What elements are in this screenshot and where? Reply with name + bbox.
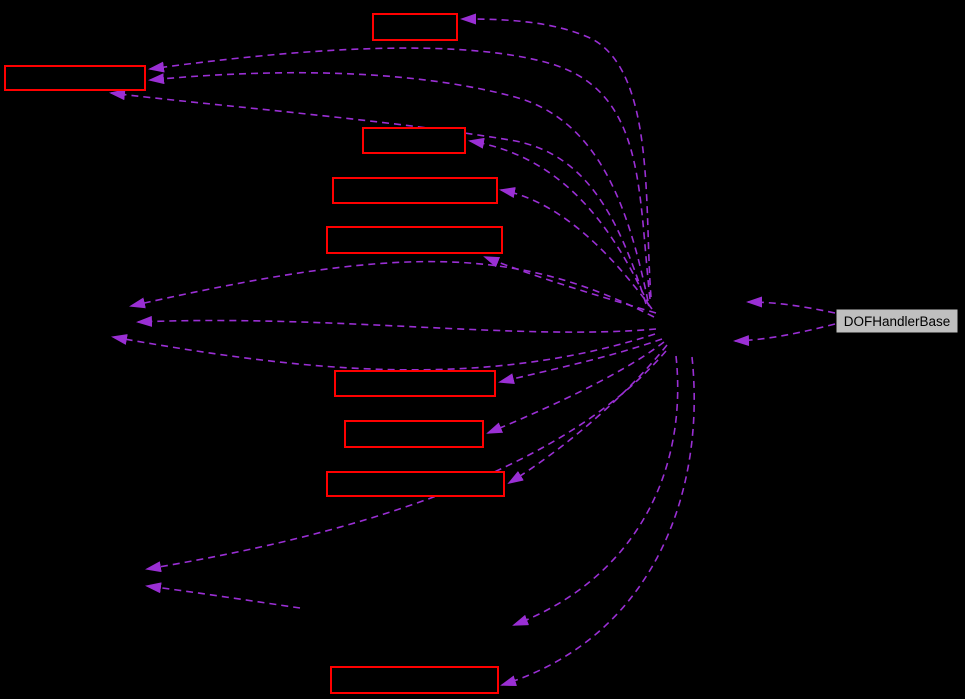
usage-edge — [148, 47, 651, 300]
edge-group — [109, 13, 836, 687]
usage-edge — [486, 341, 665, 434]
class-node-dofhandlerbase[interactable]: DOFHandlerBase — [835, 308, 959, 334]
usage-edge — [483, 256, 657, 314]
usage-edge — [512, 355, 679, 626]
class-node-d[interactable] — [334, 370, 496, 397]
usage-edge — [148, 71, 649, 302]
usage-edge — [111, 333, 656, 371]
usage-edge — [468, 137, 650, 307]
usage-edge — [498, 338, 663, 385]
class-node-e[interactable] — [344, 420, 484, 448]
usage-edge — [507, 344, 668, 485]
usage-edge — [500, 356, 695, 687]
usage-edge — [733, 323, 836, 347]
class-node-c[interactable] — [326, 226, 503, 254]
class-node-a[interactable] — [362, 127, 466, 154]
usage-edge — [129, 260, 655, 318]
usage-edge — [145, 582, 301, 609]
class-node-b[interactable] — [332, 177, 498, 204]
usage-edge — [499, 187, 653, 310]
dofhandlerbase-label: DOFHandlerBase — [844, 314, 951, 329]
dofhandlerbase-box[interactable] — [835, 308, 959, 334]
class-node-left[interactable] — [4, 65, 146, 91]
class-node-bottom[interactable] — [330, 666, 499, 694]
class-node-f[interactable] — [326, 471, 505, 497]
usage-edge — [109, 89, 647, 305]
node-group — [4, 13, 505, 694]
usage-edge — [460, 13, 652, 298]
class-node-top[interactable] — [372, 13, 458, 41]
